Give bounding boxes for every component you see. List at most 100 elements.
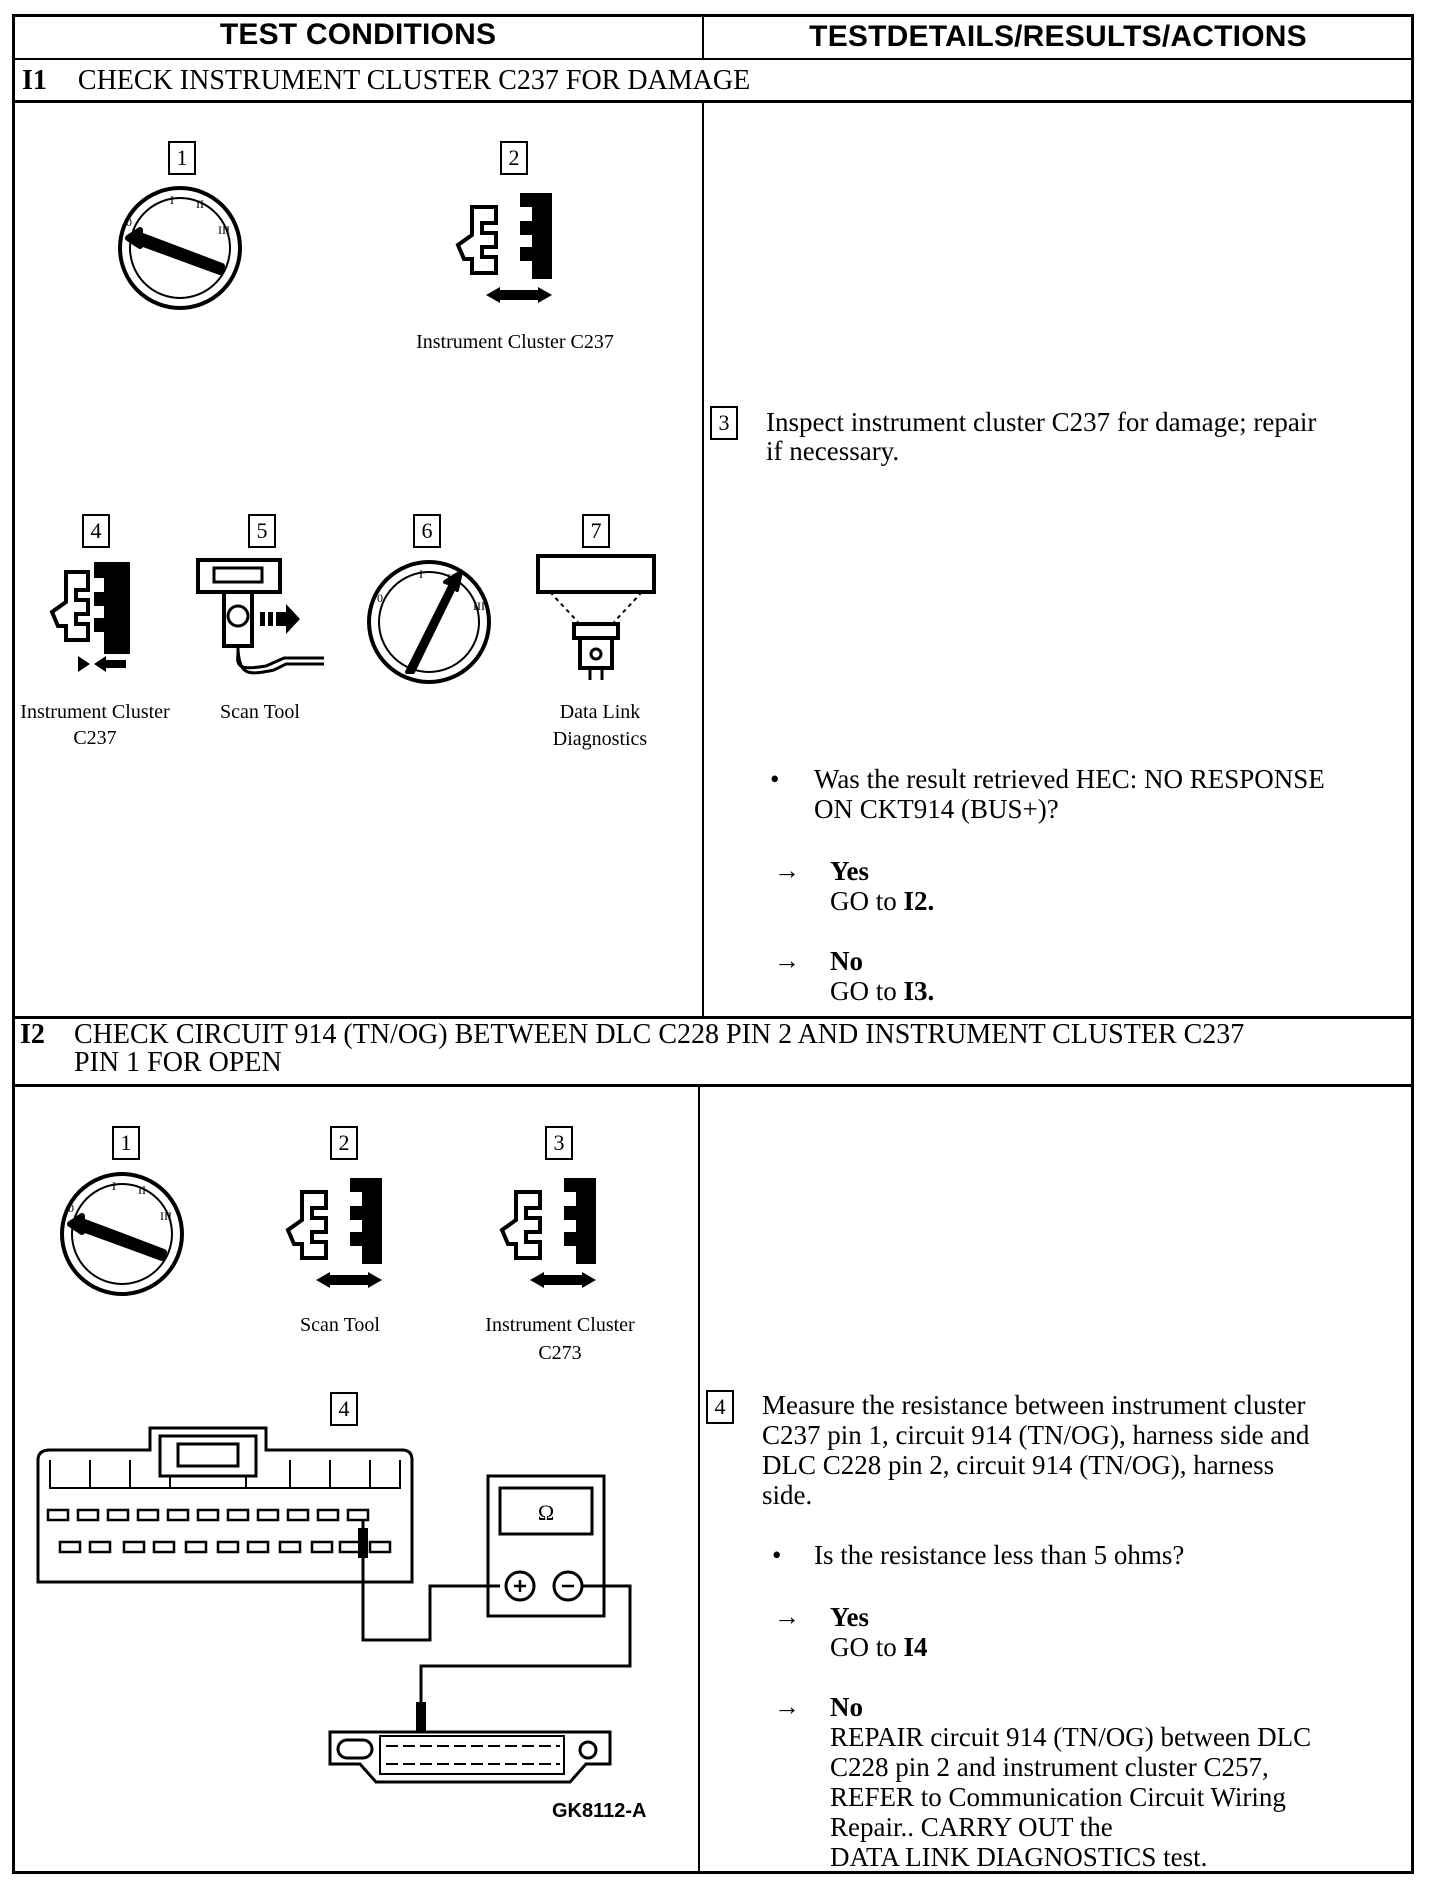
i2-no-line4: Repair.. CARRY OUT the bbox=[830, 1812, 1113, 1842]
i2-step-4-line1: Measure the resistance between instrumen… bbox=[762, 1390, 1306, 1420]
svg-text:I: I bbox=[419, 567, 423, 581]
connector-pin-row-top bbox=[46, 1508, 370, 1522]
i1-no-target: I3. bbox=[903, 976, 935, 1006]
svg-text:II: II bbox=[138, 1183, 146, 1197]
i1-question-bullet: • bbox=[770, 764, 780, 794]
i1-step-1-box: 1 bbox=[168, 141, 196, 175]
svg-text:I: I bbox=[170, 193, 174, 207]
i2-no-label: No bbox=[830, 1692, 863, 1722]
svg-text:II: II bbox=[447, 571, 455, 585]
i1-step-3-text-line1: Inspect instrument cluster C237 for dama… bbox=[766, 407, 1317, 437]
i2-step-4-box-right: 4 bbox=[706, 1390, 734, 1424]
i1-step-3-box: 3 bbox=[710, 406, 738, 440]
i1-step-7-caption-line1: Data Link bbox=[559, 701, 641, 723]
table-border-left bbox=[12, 14, 15, 1874]
connector-disconnect-icon bbox=[455, 193, 552, 303]
i1-id: I1 bbox=[22, 65, 47, 96]
i2-yes-label: Yes bbox=[830, 1602, 869, 1632]
i1-yes-block: Yes GO to I2. bbox=[830, 856, 934, 916]
i2-step-4-box: 4 bbox=[330, 1392, 358, 1426]
table-border-bottom bbox=[12, 1871, 1414, 1874]
i1-step-4-box: 4 bbox=[82, 514, 110, 548]
i2-yes-target: I4 bbox=[903, 1632, 928, 1662]
i2-no-line5: DATA LINK DIAGNOSTICS test. bbox=[830, 1842, 1208, 1872]
i2-step-3-caption-line2: C273 bbox=[538, 1342, 582, 1364]
i2-id: I2 bbox=[20, 1019, 45, 1050]
header-test-conditions: TEST CONDITIONS bbox=[219, 18, 497, 51]
i1-step-3-text-line2: if necessary. bbox=[766, 436, 900, 466]
i2-title-line2: PIN 1 FOR OPEN bbox=[74, 1047, 282, 1078]
i2-step-2-box: 2 bbox=[330, 1126, 358, 1160]
i1-step-2-caption: Instrument Cluster C237 bbox=[416, 331, 614, 353]
svg-text:III: III bbox=[160, 1209, 172, 1223]
i2-yes-prefix: GO to bbox=[830, 1632, 897, 1662]
table-border-top bbox=[12, 14, 1414, 17]
i1-question-line2: ON CKT914 (BUS+)? bbox=[814, 794, 1059, 824]
svg-text:III: III bbox=[218, 223, 230, 237]
i1-title: CHECK INSTRUMENT CLUSTER C237 FOR DAMAGE bbox=[77, 65, 751, 96]
i2-question-bullet: • bbox=[772, 1540, 782, 1570]
i1-step-2-box: 2 bbox=[500, 141, 528, 175]
i1-step-5-box: 5 bbox=[248, 514, 276, 548]
i1-yes-arrow: → bbox=[774, 856, 800, 885]
i1-yes-prefix: GO to bbox=[830, 886, 897, 916]
svg-text:III: III bbox=[473, 599, 485, 613]
svg-text:0: 0 bbox=[68, 1201, 74, 1215]
table-border-right bbox=[1411, 14, 1414, 1874]
figure-reference: GK8112-A bbox=[552, 1800, 647, 1822]
connector-connect-icon bbox=[49, 562, 130, 672]
i2-no-line3: REFER to Communication Circuit Wiring bbox=[830, 1782, 1286, 1812]
i1-step-6-box: 6 bbox=[413, 514, 441, 548]
ohm-symbol: Ω bbox=[538, 1500, 554, 1525]
i1-step-7-box: 7 bbox=[582, 514, 610, 548]
i1-no-label: No bbox=[830, 946, 863, 976]
i2-step-4-line4: side. bbox=[762, 1480, 813, 1510]
resistance-measurement-diagram: Ω bbox=[36, 1426, 632, 1784]
i2-step-4-line2: C237 pin 1, circuit 914 (TN/OG), harness… bbox=[762, 1420, 1310, 1450]
i1-column-divider bbox=[702, 102, 704, 1018]
data-link-diagnostics-icon bbox=[536, 554, 656, 680]
connector-disconnect-icon bbox=[499, 1178, 596, 1288]
i1-no-arrow: → bbox=[774, 946, 800, 975]
connector-disconnect-icon bbox=[285, 1178, 382, 1288]
header-test-details: TESTDETAILS/RESULTS/ACTIONS bbox=[809, 20, 1307, 53]
i2-section-title: I2 CHECK CIRCUIT 914 (TN/OG) BETWEEN DLC… bbox=[20, 1019, 1244, 1050]
i2-step-4-line3: DLC C228 pin 2, circuit 914 (TN/OG), har… bbox=[762, 1450, 1275, 1480]
i2-step-2-caption: Scan Tool bbox=[300, 1314, 380, 1336]
i1-no-prefix: GO to bbox=[830, 976, 897, 1006]
i1-step-4-caption-line1: Instrument Cluster bbox=[20, 701, 170, 723]
i1-bottom-divider bbox=[12, 1016, 1414, 1019]
i2-question: Is the resistance less than 5 ohms? bbox=[814, 1540, 1185, 1570]
i1-no-block: No GO to I3. bbox=[830, 946, 934, 1006]
header-divider bbox=[12, 58, 1414, 60]
scan-tool-icon bbox=[196, 558, 324, 675]
i1-yes-label: Yes bbox=[830, 856, 869, 886]
dlc-connector-icon bbox=[328, 1730, 612, 1784]
dlc-probe-tip bbox=[416, 1702, 426, 1732]
svg-text:II: II bbox=[196, 197, 204, 211]
i2-step-3-box: 3 bbox=[545, 1126, 573, 1160]
i2-title-line1: CHECK CIRCUIT 914 (TN/OG) BETWEEN DLC C2… bbox=[74, 1019, 1245, 1050]
svg-text:I: I bbox=[112, 1179, 116, 1193]
i1-yes-target: I2. bbox=[903, 886, 935, 916]
i2-step-1-box: 1 bbox=[112, 1126, 140, 1160]
i1-step-5-caption: Scan Tool bbox=[220, 701, 300, 723]
i2-no-block: No REPAIR circuit 914 (TN/OG) between DL… bbox=[830, 1692, 1311, 1872]
i2-no-line1: REPAIR circuit 914 (TN/OG) between DLC bbox=[830, 1722, 1312, 1752]
i2-title-divider bbox=[12, 1084, 1414, 1087]
i2-yes-arrow: → bbox=[774, 1602, 800, 1631]
multimeter-icon bbox=[486, 1474, 606, 1618]
instrument-cluster-connector bbox=[36, 1426, 414, 1584]
i2-step-3-caption-line1: Instrument Cluster bbox=[485, 1314, 635, 1336]
i2-no-line2: C228 pin 2 and instrument cluster C257, bbox=[830, 1752, 1269, 1782]
header-column-divider bbox=[702, 14, 704, 60]
i2-no-arrow: → bbox=[774, 1692, 800, 1721]
i1-section-title: I1 CHECK INSTRUMENT CLUSTER C237 FOR DAM… bbox=[22, 66, 750, 95]
svg-text:0: 0 bbox=[126, 215, 132, 229]
i1-question-line1: Was the result retrieved HEC: NO RESPONS… bbox=[814, 764, 1325, 794]
svg-text:0: 0 bbox=[377, 591, 383, 605]
connector-pin-row-bottom bbox=[58, 1540, 392, 1554]
